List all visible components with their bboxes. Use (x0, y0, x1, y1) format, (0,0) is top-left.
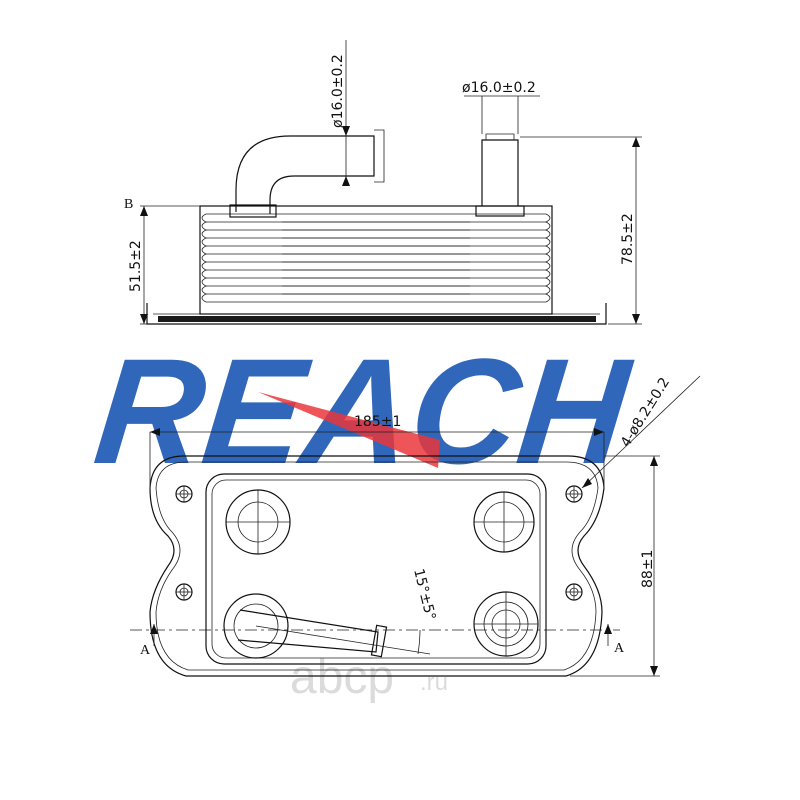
angle-label: 15°±5° (410, 567, 438, 622)
dimension-width: 88±1 (570, 455, 660, 677)
port-top-left (225, 489, 291, 555)
length-label: 185±1 (354, 414, 401, 430)
outlet-diameter-label: ø16.0±0.2 (330, 54, 346, 128)
port-bottom-right (473, 591, 539, 657)
dimension-length: 185±1 (149, 414, 605, 490)
section-label-right: A (614, 641, 625, 656)
section-label-left: A (140, 643, 151, 658)
cooler-plate-stack (199, 205, 553, 315)
datum-b-label: B (124, 197, 133, 212)
outlet-pipe (229, 129, 385, 218)
cooler-core-outline (205, 473, 547, 665)
site-watermark: abcp .ru (290, 651, 448, 704)
dimension-outlet-diameter: ø16.0±0.2 (330, 40, 350, 186)
inlet-pipe (475, 133, 525, 217)
dimension-inlet-diameter: ø16.0±0.2 (462, 80, 540, 134)
flange-outline (149, 455, 605, 677)
mounting-hole (565, 485, 583, 503)
base-plate-fill (158, 316, 596, 322)
base-plate (146, 303, 607, 325)
angle-annotation: 15°±5° (410, 567, 438, 655)
side-view: 78.5±2 B 51.5±2 ø16.0±0.2 ø16.0±0.2 (124, 40, 642, 325)
mounting-hole (175, 583, 193, 601)
mounting-hole (175, 485, 193, 503)
site-watermark-suffix: .ru (420, 669, 448, 696)
total-height-label: 78.5±2 (620, 213, 636, 265)
brand-logo-swoosh (258, 392, 440, 468)
inlet-diameter-label: ø16.0±0.2 (462, 80, 536, 96)
brand-watermark: REACH (88, 327, 639, 495)
site-watermark-main: abcp (290, 651, 394, 704)
body-height-label: 51.5±2 (128, 240, 144, 292)
dimension-total-height: 78.5±2 (520, 136, 642, 325)
dimension-body-height: B 51.5±2 (124, 197, 200, 325)
mounting-holes (175, 485, 583, 601)
brand-logo-text: REACH (88, 327, 639, 495)
mounting-hole (565, 583, 583, 601)
width-label: 88±1 (640, 550, 656, 588)
section-line-a-a: A A (130, 624, 625, 658)
port-bottom-left-pipe (223, 593, 431, 659)
port-top-right (473, 491, 535, 553)
